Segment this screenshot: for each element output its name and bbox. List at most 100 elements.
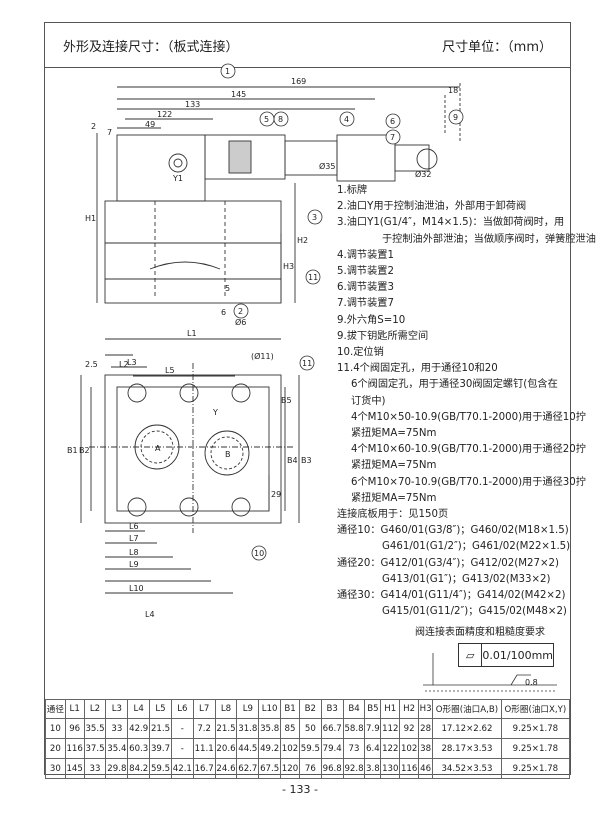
table-header-cell: H2 (399, 699, 420, 719)
svg-text:10: 10 (254, 549, 264, 558)
table-cell: 10 (45, 718, 66, 739)
table-cell: 39.7 (149, 738, 172, 759)
unit-label: 尺寸单位：（mm） (442, 40, 552, 55)
dim-h3: H3 (283, 262, 294, 271)
table-cell: 33 (83, 758, 107, 779)
table-cell: 9.25×1.78 (500, 758, 571, 779)
table-header-cell: L10 (258, 699, 282, 719)
dim-2-5: 2.5 (85, 360, 98, 369)
dim-18: 18 (448, 86, 458, 95)
legend-item: 9.外六角S=10 (337, 314, 406, 326)
side-view-dims: 169 145 133 122 49 18 7 2 H1 H2 H3 5 6 Ø… (85, 77, 458, 327)
legend-item: 2.油口Y用于控制油泄油，外部用于卸荷阀 (337, 201, 527, 213)
table-cell: 7.9 (364, 718, 382, 739)
port-a: A (155, 444, 161, 453)
legend-item: 11.4个阀固定孔，用于通径10和20 (337, 363, 498, 375)
table-cell: 50 (298, 718, 322, 739)
table-header-cell: L4 (127, 699, 151, 719)
svg-text:6: 6 (390, 117, 395, 126)
svg-text:11: 11 (308, 273, 318, 282)
svg-text:9: 9 (453, 113, 458, 122)
side-view (96, 83, 461, 304)
surface-title: 阀连接表面精度和粗糙度要求 (415, 627, 545, 638)
table-cell: 35.8 (258, 718, 282, 739)
dim-b3: B3 (301, 456, 312, 465)
balloons: 1 2 3 4 5 6 7 8 9 10 11 11 (220, 63, 464, 561)
dim-l4: L4 (145, 610, 155, 619)
balloon-3: 3 (307, 209, 323, 225)
dim-29: 29 (271, 490, 281, 499)
parallelogram-icon: ▱ (459, 644, 483, 666)
roughness-value: 0.8 (525, 678, 538, 687)
table-cell: 35.4 (105, 738, 129, 759)
legend-item: 4个M10×50-10.9(GB/T70.1-2000)用于通径10拧 (351, 411, 586, 423)
dim-2: 2 (91, 122, 96, 131)
table-cell: 20.6 (214, 738, 238, 759)
table-cell: 44.5 (236, 738, 260, 759)
table-header-cell: B3 (320, 699, 344, 719)
table-header-cell: H3 (418, 699, 434, 719)
legend-item: 6.调节装置3 (337, 282, 394, 294)
page-frame: 外形及连接尺寸：（板式连接） 尺寸单位：（mm） (44, 22, 596, 779)
dim-5: 5 (225, 284, 230, 293)
svg-text:4: 4 (344, 115, 349, 124)
table-cell: 92 (399, 718, 420, 739)
svg-text:8: 8 (278, 115, 283, 124)
table-header-cell: L7 (192, 699, 216, 719)
table-cell: 30 (45, 758, 66, 779)
balloon-11a: 11 (305, 269, 321, 285)
dim-133: 133 (185, 100, 200, 109)
legend-item: 订货中) (351, 395, 386, 407)
table-cell: 29.8 (105, 758, 129, 779)
table-header-cell: O形圈(油口A,B) (432, 699, 502, 719)
table-cell: 130 (380, 758, 401, 779)
svg-text:7: 7 (390, 133, 395, 142)
table-cell: 60.3 (127, 738, 151, 759)
table-cell: 92.8 (342, 758, 366, 779)
svg-text:11: 11 (302, 359, 312, 368)
legend-item: 3.油口Y1(G1/4″，M14×1.5)：当做卸荷阀时，用 (337, 217, 565, 229)
dim-l10: L10 (129, 584, 144, 593)
legend-item: 紧扭矩MA=75Nm (351, 460, 437, 472)
table-header-cell: B2 (298, 699, 322, 719)
table-cell: 96 (64, 718, 85, 739)
table-header-cell: L2 (83, 699, 107, 719)
dim-49: 49 (145, 120, 155, 129)
dim-6: 6 (221, 308, 226, 317)
legend-item: 7.调节装置7 (337, 298, 394, 310)
table-cell: 85 (280, 718, 300, 739)
legend-item: 连接底板用于：见150页 (337, 509, 449, 521)
table-cell: 96.8 (320, 758, 344, 779)
table-header-cell: H1 (380, 699, 401, 719)
table-cell: 28.17×3.53 (432, 738, 502, 759)
table-cell: 17.12×2.62 (432, 718, 502, 739)
balloon-2: 2 (233, 303, 249, 319)
table-cell: 42.1 (170, 758, 194, 779)
port-b: B (225, 450, 231, 459)
svg-text:3: 3 (312, 213, 317, 222)
technical-drawing: 169 145 133 122 49 18 7 2 H1 H2 H3 5 6 Ø… (67, 63, 557, 692)
table-cell: 28 (418, 718, 434, 739)
balloon-1: 1 (220, 63, 236, 79)
balloon-6: 6 (385, 113, 401, 129)
dim-l6: L6 (129, 522, 139, 531)
table-cell: 59.5 (298, 738, 322, 759)
table-cell: 102 (399, 738, 420, 759)
balloon-10: 10 (251, 545, 267, 561)
table-header-cell: L6 (170, 699, 194, 719)
table-cell: 6.4 (364, 738, 382, 759)
table-cell: 102 (280, 738, 300, 759)
table-cell: 62.7 (236, 758, 260, 779)
table-header-cell: L3 (105, 699, 129, 719)
table-cell: 37.5 (83, 738, 107, 759)
table-cell: 84.2 (127, 758, 151, 779)
table-cell: 122 (380, 738, 401, 759)
flatness-box: ▱ 0.01/100mm (458, 643, 554, 667)
port-y: Y (212, 408, 218, 417)
table-cell: - (170, 738, 194, 759)
table-cell: 76 (298, 758, 322, 779)
table-cell: 16.7 (192, 758, 216, 779)
